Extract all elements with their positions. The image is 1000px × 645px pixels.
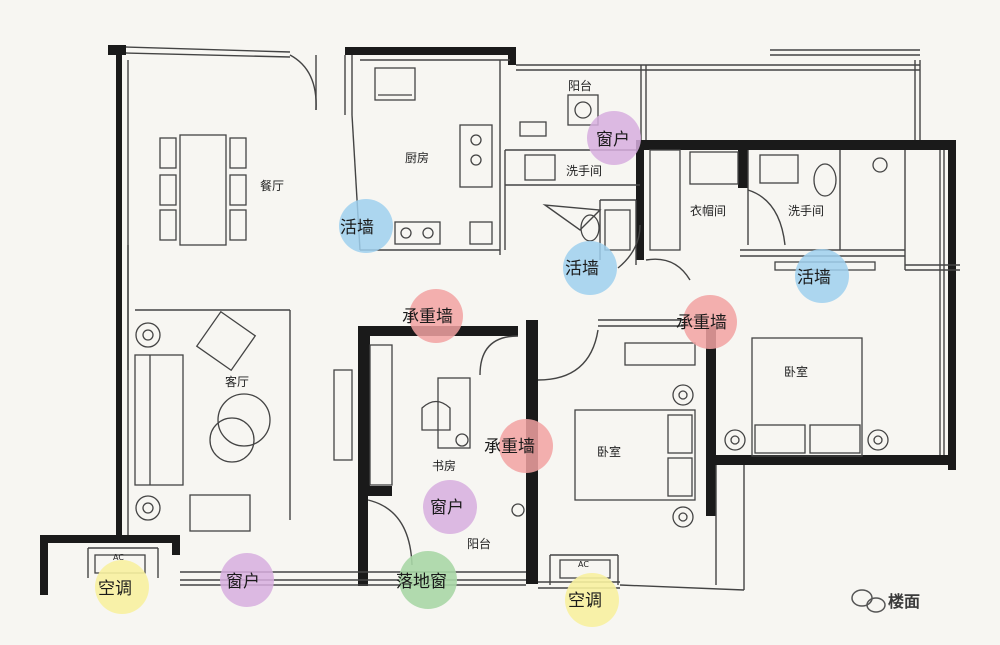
wardrobe-rails	[624, 149, 739, 366]
watermark-text: 楼面	[888, 592, 920, 611]
room-label-study: 书房	[432, 458, 456, 473]
dining-table	[179, 134, 227, 246]
tag-load-bearing-center: 承重墙	[484, 437, 535, 457]
tag-ac-right: 空调	[568, 591, 602, 611]
tag-floor-window: 落地窗	[396, 572, 447, 592]
room-label-living: 客厅	[225, 374, 249, 389]
annotation-tags: 窗户 活墙 活墙 活墙 承重墙 承重墙 承重墙 窗户 空调 窗户 落地窗	[95, 111, 849, 627]
tag-window-bottom-dot	[220, 553, 274, 607]
tag-window-bottom: 窗户	[226, 572, 260, 592]
room-label-balcony-top: 阳台	[568, 78, 592, 93]
bed-middle	[574, 409, 696, 501]
room-label-dining: 餐厅	[260, 178, 284, 193]
room-label-bedroom-right: 卧室	[784, 364, 808, 379]
tag-load-bearing-left-dot	[409, 289, 463, 343]
walls	[40, 45, 956, 595]
outline	[87, 46, 960, 591]
room-label-bedroom-mid: 卧室	[597, 444, 621, 459]
tag-load-bearing-left: 承重墙	[402, 307, 453, 327]
tag-window-study-dot	[423, 480, 477, 534]
ac-unit-label-right: AC	[578, 560, 589, 569]
room-labels: 阳台 厨房 餐厅 洗手间 衣帽间 洗手间 客厅 书房 卧室 卧室 阳台	[225, 78, 824, 551]
tag-load-bearing-center-dot	[499, 419, 553, 473]
tag-ac-right-dot	[565, 573, 619, 627]
bed-right	[751, 337, 863, 457]
tag-window-top-dot	[587, 111, 641, 165]
tag-window-study: 窗户	[430, 498, 464, 518]
room-label-wash-left: 洗手间	[566, 164, 602, 178]
wechat-icon	[851, 589, 886, 613]
room-label-kitchen: 厨房	[405, 150, 429, 165]
tag-movable-center: 活墙	[565, 259, 599, 279]
tag-window-top: 窗户	[596, 130, 630, 150]
tag-movable-right: 活墙	[797, 268, 831, 288]
room-label-balcony-bottom: 阳台	[467, 536, 491, 551]
ac-unit-label-left: AC	[113, 553, 124, 562]
room-label-cloakroom: 衣帽间	[690, 203, 726, 218]
tag-floor-window-dot	[399, 551, 457, 609]
tag-movable-kitchen-dot	[339, 199, 393, 253]
watermark: 楼面	[851, 589, 920, 613]
tag-movable-kitchen: 活墙	[340, 218, 374, 238]
tag-ac-left-dot	[95, 560, 149, 614]
tag-movable-right-dot	[795, 249, 849, 303]
room-label-wash-right: 洗手间	[788, 204, 824, 218]
tag-load-bearing-right-dot	[683, 295, 737, 349]
tag-movable-center-dot	[563, 241, 617, 295]
coffee-table	[217, 393, 271, 447]
tag-load-bearing-right: 承重墙	[676, 313, 727, 333]
furniture	[94, 67, 889, 579]
sofa	[134, 354, 184, 486]
tag-ac-left: 空调	[98, 579, 132, 599]
